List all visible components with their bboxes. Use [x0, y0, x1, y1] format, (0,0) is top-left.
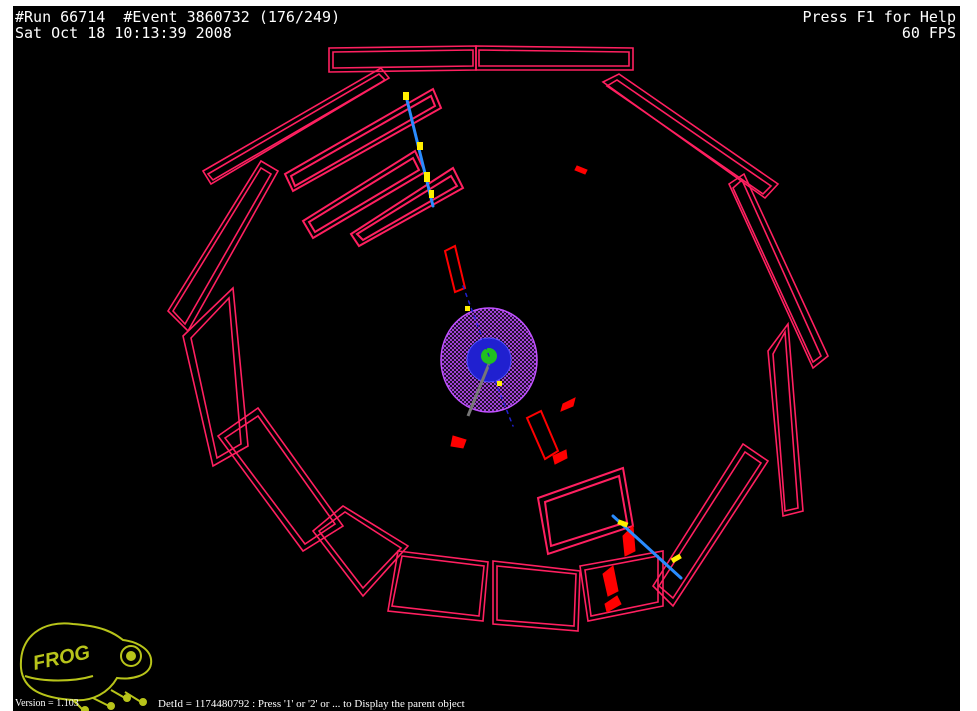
muon-chamber-active[interactable] [349, 166, 465, 248]
muon-chamber-active[interactable] [536, 466, 635, 556]
muon-chamber-ring [166, 45, 829, 632]
hit-segment[interactable] [574, 165, 588, 175]
hit-segment[interactable] [443, 244, 467, 294]
muon-chamber[interactable] [579, 550, 664, 622]
hit-segment[interactable] [450, 435, 467, 449]
hit-segment[interactable] [560, 397, 576, 412]
event-number: #Event 3860732 (176/249) [123, 8, 341, 26]
frog-logo-icon: FROG [19, 622, 153, 711]
hit-segment[interactable] [525, 409, 560, 461]
help-hint: Press F1 for Help [802, 8, 956, 26]
muon-chamber[interactable] [767, 321, 804, 518]
muon-chamber[interactable] [651, 442, 770, 608]
tracker-barrel[interactable] [440, 307, 538, 417]
muon-chamber[interactable] [328, 45, 477, 73]
event-datetime: Sat Oct 18 10:13:39 2008 [15, 24, 232, 42]
muon-chamber[interactable] [201, 66, 391, 186]
logo-text: FROG [31, 641, 92, 675]
muon-track[interactable] [404, 94, 435, 208]
muon-chamber[interactable] [387, 550, 489, 622]
detid-status: DetId = 1174480792 : Press '1' or '2' or… [158, 698, 465, 710]
muon-chamber[interactable] [727, 172, 829, 370]
muon-chamber-active[interactable] [283, 87, 443, 193]
muon-chamber[interactable] [601, 73, 780, 200]
muon-chamber[interactable] [166, 159, 280, 333]
hit-segment[interactable] [552, 449, 568, 465]
run-number: #Run 66714 [15, 8, 106, 26]
muon-chamber[interactable] [492, 560, 581, 632]
version-label: Version = 1.103 [15, 698, 79, 709]
muon-chamber[interactable] [311, 505, 410, 598]
track-hits [403, 92, 682, 564]
muon-chamber[interactable] [216, 406, 345, 553]
run-event-label: #Run 66714 #Event 3860732 (176/249) [15, 9, 340, 25]
hit-segment[interactable] [604, 595, 622, 613]
muon-chamber[interactable] [475, 45, 634, 71]
frog-logo: FROG [13, 606, 163, 711]
fps-counter: 60 FPS [901, 24, 956, 42]
hit-segment[interactable] [602, 565, 619, 597]
detector-scene[interactable] [13, 6, 960, 711]
event-display-viewport[interactable]: #Run 66714 #Event 3860732 (176/249) Sat … [13, 6, 960, 711]
muon-chamber[interactable] [182, 286, 249, 468]
